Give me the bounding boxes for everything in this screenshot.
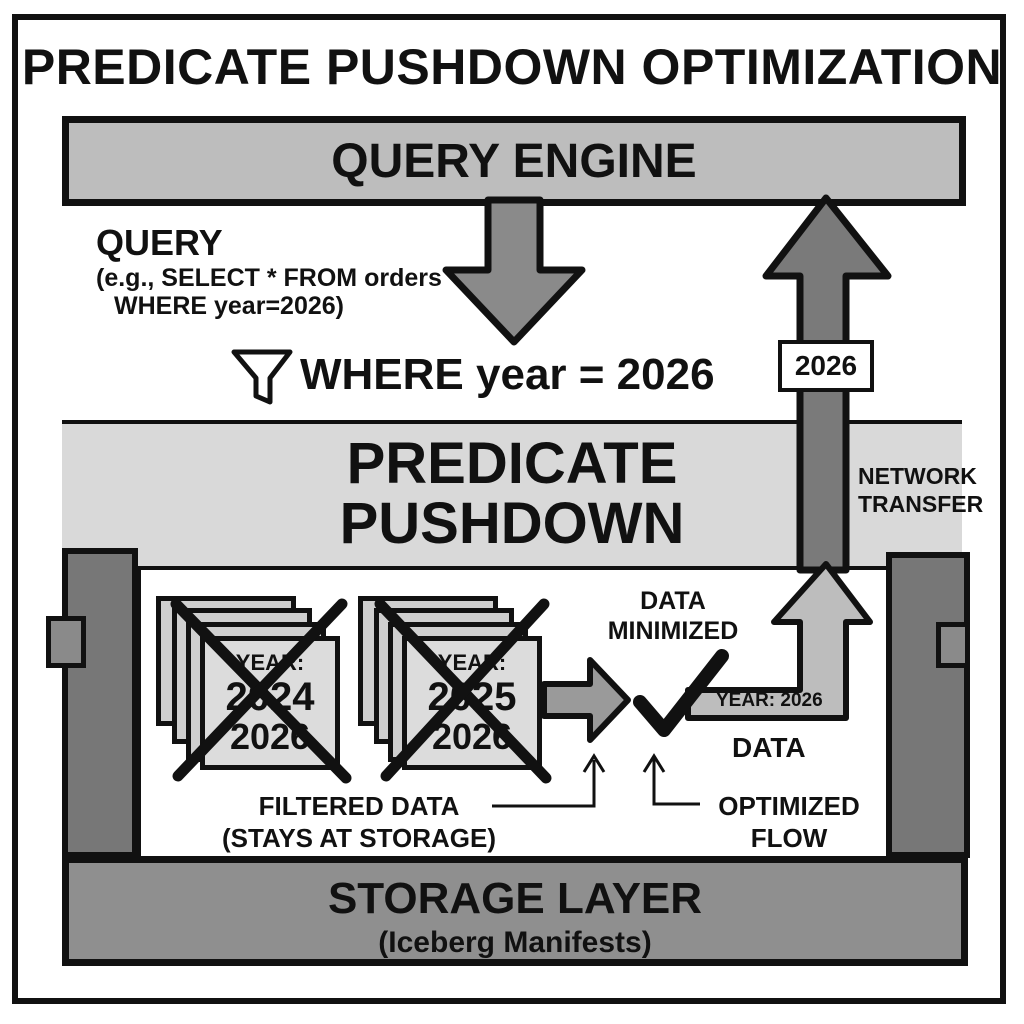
pushdown-label: PREDICATE PUSHDOWN bbox=[62, 434, 962, 554]
year-badge: 2026 bbox=[778, 340, 874, 392]
data-flow-arrow bbox=[685, 561, 873, 721]
query-engine-label: QUERY ENGINE bbox=[331, 134, 697, 188]
filter-right-arrow bbox=[541, 657, 631, 743]
left-post bbox=[62, 548, 138, 858]
funnel-icon bbox=[231, 349, 293, 405]
storage-layer-subtitle: (Iceberg Manifests) bbox=[378, 926, 652, 959]
query-example: (e.g., SELECT * FROM orders WHERE year=2… bbox=[96, 264, 442, 320]
network-transfer-line1: NETWORK bbox=[858, 463, 977, 489]
filtered-data-label: FILTERED DATA (STAYS AT STORAGE) bbox=[214, 790, 504, 854]
network-transfer-label: NETWORK TRANSFER bbox=[858, 462, 983, 518]
optimized-flow-line2: FLOW bbox=[750, 823, 828, 853]
check-icon bbox=[633, 649, 729, 737]
optimized-flow-line1: OPTIMIZED bbox=[718, 791, 860, 821]
diagram-title: PREDICATE PUSHDOWN OPTIMIZATION bbox=[21, 39, 1003, 95]
year-2026-label: YEAR: 2026 bbox=[716, 690, 823, 711]
data-minimized-line1: DATA bbox=[640, 587, 706, 615]
filtered-callout-arrowhead bbox=[582, 753, 606, 773]
query-down-arrow bbox=[442, 196, 586, 346]
optimized-flow-label: OPTIMIZED FLOW bbox=[704, 790, 874, 854]
left-bracket bbox=[46, 616, 86, 668]
right-bracket bbox=[936, 622, 970, 668]
storage-layer-box bbox=[62, 856, 968, 966]
optimized-callout-line bbox=[652, 758, 700, 806]
right-post bbox=[886, 552, 970, 858]
filtered-data-line2: (STAYS AT STORAGE) bbox=[222, 823, 496, 853]
where-clause: WHERE year = 2026 bbox=[300, 350, 715, 399]
pushdown-line2: PUSHDOWN bbox=[339, 491, 685, 556]
pushdown-line1: PREDICATE bbox=[346, 431, 678, 496]
network-transfer-line2: TRANSFER bbox=[858, 491, 984, 517]
data-minimized-label: DATA MINIMIZED bbox=[588, 586, 758, 646]
filtered-data-line1: FILTERED DATA bbox=[258, 791, 460, 821]
filtered-callout-line bbox=[492, 760, 596, 808]
data-label: DATA bbox=[732, 732, 806, 763]
storage-layer-title: STORAGE LAYER bbox=[327, 874, 703, 923]
query-label: QUERY bbox=[96, 222, 223, 263]
query-example-line1: (e.g., SELECT * FROM orders bbox=[96, 264, 442, 292]
cross-icon bbox=[170, 598, 552, 784]
optimized-callout-arrowhead bbox=[642, 753, 666, 773]
query-example-line2: WHERE year=2026) bbox=[114, 292, 344, 320]
data-minimized-line2: MINIMIZED bbox=[607, 617, 739, 645]
